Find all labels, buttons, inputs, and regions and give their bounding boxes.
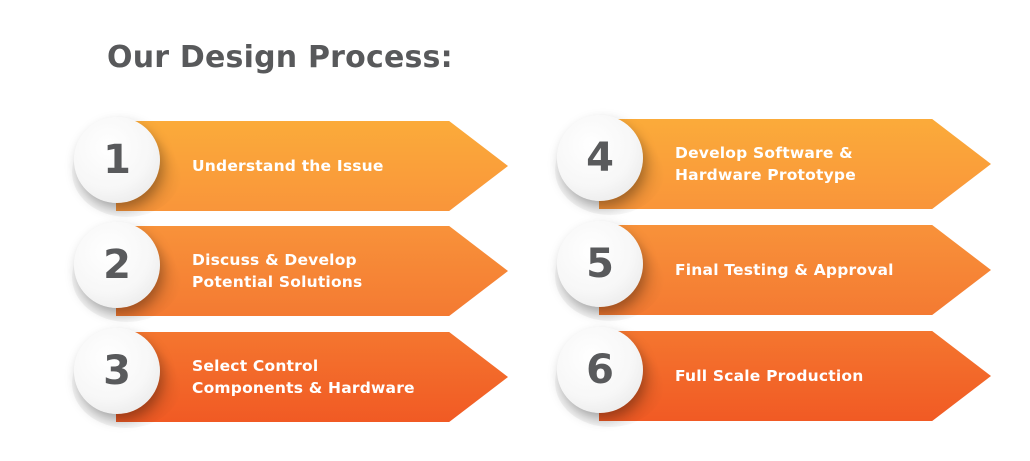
step-number-circle: 2 — [74, 222, 160, 308]
process-step-5: 5 Final Testing & Approval — [555, 221, 997, 321]
step-arrow — [116, 226, 508, 316]
step-arrow — [599, 331, 991, 421]
page-title: Our Design Process: — [107, 40, 453, 75]
step-label: Select Control Components & Hardware — [192, 357, 415, 397]
step-number-circle: 5 — [557, 221, 643, 307]
step-label: Discuss & Develop Potential Solutions — [192, 251, 363, 291]
step-number-circle: 3 — [74, 328, 160, 414]
step-arrow — [116, 332, 508, 422]
step-arrow — [599, 225, 991, 315]
step-label: Understand the Issue — [192, 157, 384, 175]
process-step-3: 3 Select Control Components & Hardware — [72, 328, 514, 428]
process-step-6: 6 Full Scale Production — [555, 327, 997, 427]
step-arrow — [599, 119, 991, 209]
step-label: Develop Software & Hardware Prototype — [675, 144, 856, 184]
step-label: Final Testing & Approval — [675, 261, 894, 279]
process-step-2: 2 Discuss & Develop Potential Solutions — [72, 222, 514, 322]
process-step-1: 1 Understand the Issue — [72, 117, 514, 217]
step-arrow — [116, 121, 508, 211]
step-number-circle: 4 — [557, 115, 643, 201]
step-number-circle: 1 — [74, 117, 160, 203]
step-label: Full Scale Production — [675, 367, 864, 385]
step-number-circle: 6 — [557, 327, 643, 413]
process-step-4: 4 Develop Software & Hardware Prototype — [555, 115, 997, 215]
